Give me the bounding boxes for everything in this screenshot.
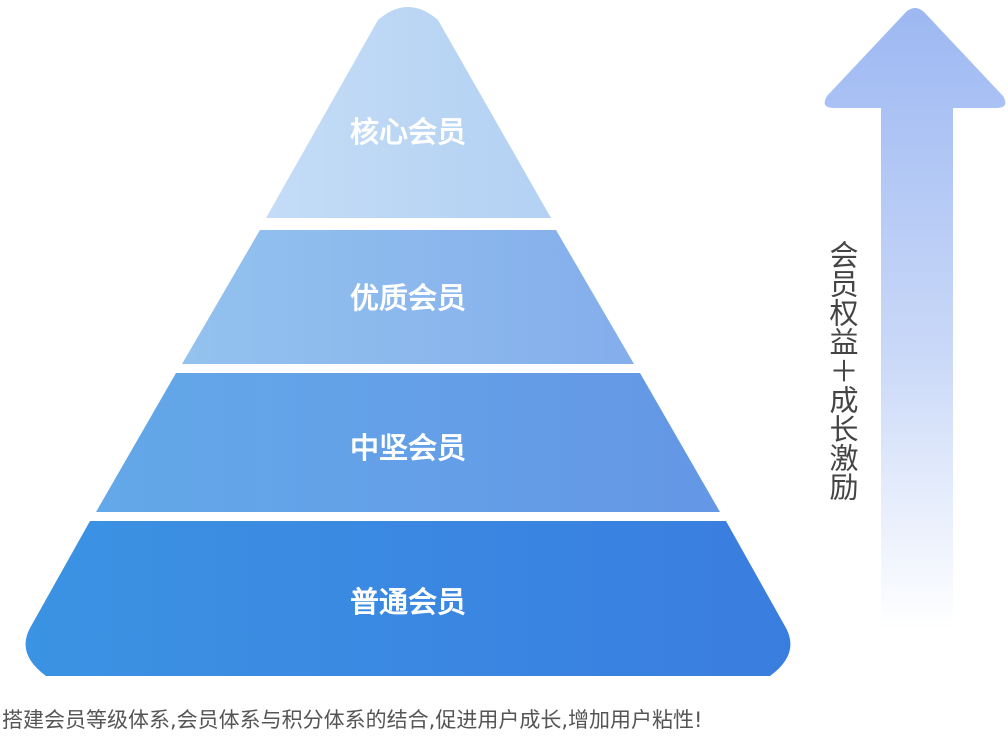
tier-quality: [182, 230, 634, 364]
arrow-label: 会员权益＋成长激励: [825, 240, 859, 501]
tier-core: [266, 7, 551, 218]
tier-label-core: 核心会员: [350, 115, 466, 149]
tier-general: [25, 521, 791, 676]
caption: 搭建会员等级体系,会员体系与积分体系的结合,促进用户成长,增加用户粘性!: [2, 708, 703, 732]
tier-label-quality: 优质会员: [350, 281, 466, 315]
tier-core-middle: [96, 373, 720, 512]
growth-arrow-icon: [824, 8, 1006, 630]
tier-label-core-middle: 中坚会员: [350, 431, 466, 465]
tier-label-general: 普通会员: [350, 585, 466, 619]
